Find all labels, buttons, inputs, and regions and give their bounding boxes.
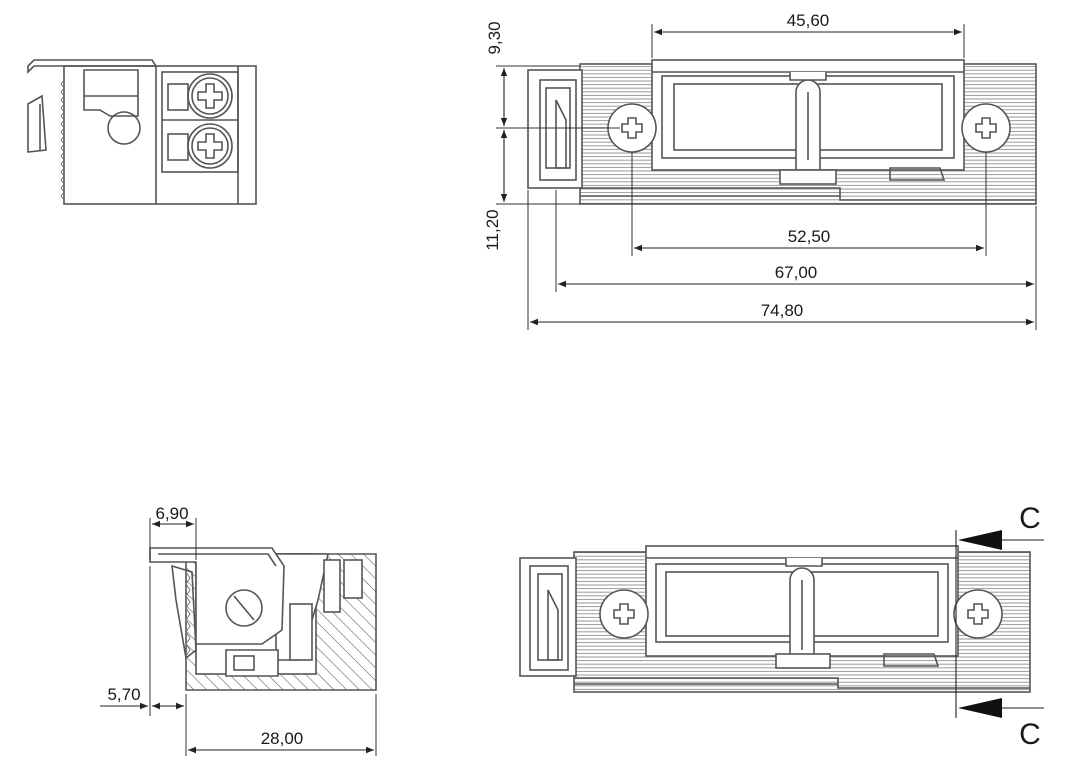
dimension-6-90: 6,90 [155,504,188,523]
section-label-top: C [1019,502,1041,535]
front-view-dimensions: 45,60 9,30 11,20 52,50 67,00 74,80 [483,11,1037,330]
section-view [149,547,377,691]
side-view [27,59,257,205]
mounting-screw-icon [599,589,649,639]
dimension-11-20: 11,20 [483,209,502,250]
dimension-52-50: 52,50 [788,227,831,246]
dimension-5-70: 5,70 [107,685,140,704]
dimension-74-80: 74,80 [761,301,804,320]
front-view [527,59,1037,205]
dimension-9-30: 9,30 [485,21,504,54]
front-view-sectioned: C C [519,502,1044,751]
section-label-bottom: C [1019,718,1041,751]
dimension-45-60: 45,60 [787,11,830,30]
section-view-dimensions: 6,90 5,70 28,00 [100,504,377,756]
mounting-screw-icon [961,103,1011,153]
dimension-67-00: 67,00 [775,263,818,282]
section-arrow-top-icon [958,530,1044,550]
section-arrow-bottom-icon [958,698,1044,718]
dimension-28-00: 28,00 [261,729,304,748]
mounting-screw-icon [953,589,1003,639]
